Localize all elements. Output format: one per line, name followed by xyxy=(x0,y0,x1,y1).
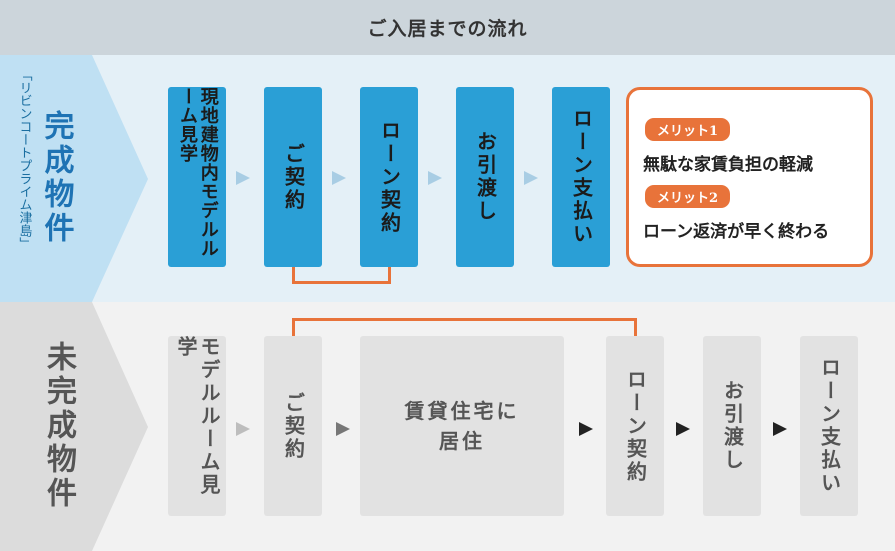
step-loan-contract-uc: ローン契約 xyxy=(606,336,664,516)
completed-connector xyxy=(292,266,391,284)
step-handover: お引渡し xyxy=(456,87,514,267)
step-loan-payment: ローン支払い xyxy=(552,87,610,267)
merit-1-text: 無駄な家賃負担の軽減 xyxy=(643,155,813,175)
step-rental-living: 賃貸住宅に居住 xyxy=(360,336,564,516)
merit-2-text: ローン返済が早く終わる xyxy=(643,222,830,242)
step-model-room-visit-uc: モデルルーム見学 xyxy=(168,336,226,516)
arrow-icon xyxy=(579,422,593,436)
step-loan-contract: ローン契約 xyxy=(360,87,418,267)
arrow-icon xyxy=(332,171,346,185)
arrow-icon xyxy=(428,171,442,185)
completed-chevron xyxy=(0,55,148,302)
arrow-icon xyxy=(336,422,350,436)
step-loan-payment-uc: ローン支払い xyxy=(800,336,858,516)
step-model-room-visit: 現地建物内モデルルーム見学 xyxy=(168,87,226,267)
uncompleted-title: 未完成物件 xyxy=(41,341,76,511)
arrow-icon xyxy=(236,422,250,436)
arrow-icon xyxy=(236,171,250,185)
merit-box: メリット1 無駄な家賃負担の軽減 メリット2 ローン返済が早く終わる xyxy=(626,87,873,267)
step-contract-uc: ご契約 xyxy=(264,336,322,516)
completed-title-block: 「リビンコートプライム津島」 完成物件 xyxy=(2,62,90,294)
merit-1-badge: メリット1 xyxy=(645,118,731,141)
uncompleted-chevron xyxy=(0,302,148,551)
merit-2-badge: メリット2 xyxy=(645,185,731,208)
step-handover-uc: お引渡し xyxy=(703,336,761,516)
arrow-icon xyxy=(676,422,690,436)
completed-title: 完成物件 xyxy=(38,110,74,246)
page-title: ご入居までの流れ xyxy=(0,0,895,55)
side-chevrons xyxy=(0,55,148,551)
step-contract: ご契約 xyxy=(264,87,322,267)
property-name: 「リビンコートプライム津島」 xyxy=(16,68,32,250)
arrow-icon xyxy=(773,422,787,436)
uncompleted-title-block: 未完成物件 xyxy=(28,310,88,542)
uncompleted-connector xyxy=(292,318,637,338)
arrow-icon xyxy=(524,171,538,185)
